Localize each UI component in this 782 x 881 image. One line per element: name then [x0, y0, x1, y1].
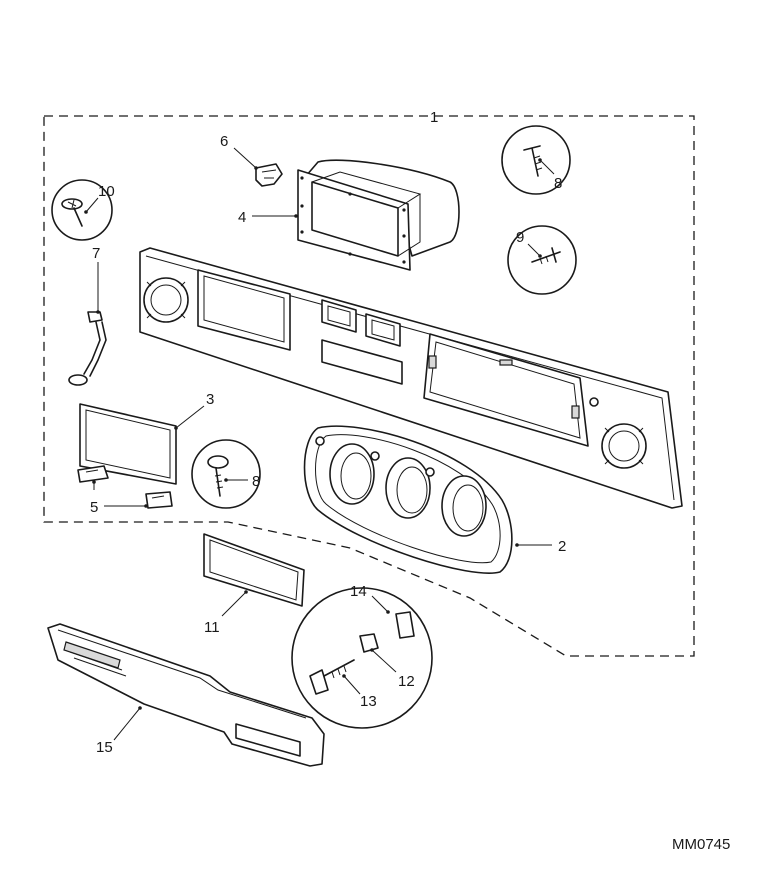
diagram-reference-code: MM0745: [672, 836, 730, 853]
gauge-binnacle-part: [303, 425, 513, 574]
clip-part: [255, 163, 283, 187]
screw-detail-8-bottom: [191, 439, 261, 509]
storage-pocket-part: [297, 159, 460, 271]
callout-12: 12: [398, 673, 415, 690]
screw-detail-9: [507, 225, 577, 295]
callout-8-bottom: 8: [252, 473, 260, 490]
callout-15: 15: [96, 739, 113, 756]
callout-5: 5: [90, 499, 98, 516]
lower-trim-panel-part: [47, 623, 325, 767]
callout-14: 14: [350, 583, 367, 600]
callout-9: 9: [516, 229, 524, 246]
fascia-panel-part: [139, 247, 683, 509]
callout-6: 6: [220, 133, 228, 150]
callout-8-top: 8: [554, 175, 562, 192]
callout-13: 13: [360, 693, 377, 710]
bracket-parts: [77, 465, 173, 509]
callout-10: 10: [98, 183, 115, 200]
earth-strap-part: [68, 311, 107, 386]
callout-3: 3: [206, 391, 214, 408]
callout-4: 4: [238, 209, 246, 226]
callout-11: 11: [204, 619, 220, 636]
callout-2: 2: [558, 538, 566, 555]
switch-panel-part: [203, 533, 305, 607]
screw-detail-8-top: [501, 125, 571, 195]
assembly-boundary: [43, 115, 695, 657]
blanking-plate-part: [79, 403, 177, 485]
screw-detail-10: [51, 179, 113, 241]
fixing-detail-12-13-14: [291, 587, 433, 729]
callout-1: 1: [430, 109, 438, 126]
callout-7: 7: [92, 245, 100, 262]
leader-lines: [84, 147, 555, 741]
